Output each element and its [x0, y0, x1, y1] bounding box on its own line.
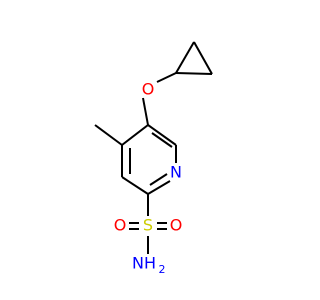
- bond-n-c2-inner: [149, 173, 168, 186]
- bond-cyclopropyl-3: [193, 41, 213, 75]
- atom-amine-subscript: 2: [159, 263, 166, 276]
- bond-o-c5: [142, 97, 149, 126]
- bond-o-cyclopropyl: [156, 72, 177, 83]
- atom-oxygen-sulfonyl-left: O: [114, 216, 127, 235]
- bond-c2-c3: [121, 176, 149, 195]
- bond-c6-c6-inner: [151, 132, 173, 148]
- atom-oxygen-ether: O: [142, 80, 155, 99]
- atom-oxygen-sulfonyl-right: O: [170, 216, 183, 235]
- atom-nitrogen-ring: N: [170, 163, 182, 182]
- atom-amine: NH: [132, 254, 156, 273]
- bond-cyclopropyl-2: [175, 41, 195, 74]
- bond-c5-c6: [147, 124, 177, 146]
- bond-c4-c5: [121, 124, 149, 146]
- bond-methyl: [94, 124, 123, 146]
- bond-cyclopropyl-1: [175, 72, 213, 75]
- molecule-structure: O N S O O NH 2: [94, 41, 213, 276]
- atom-sulfur: S: [143, 216, 153, 235]
- bond-n-c2: [147, 180, 171, 195]
